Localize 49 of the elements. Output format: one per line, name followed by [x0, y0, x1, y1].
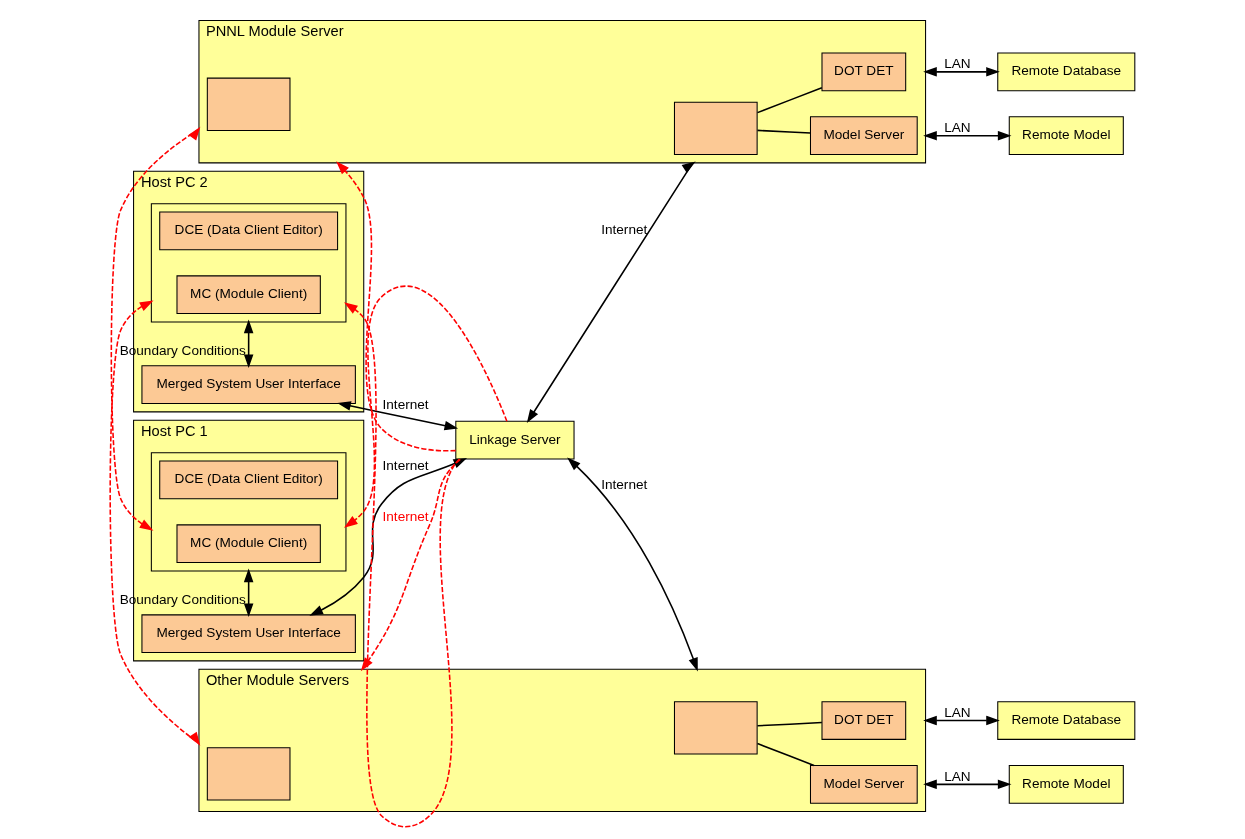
- node-box: Merged System User Interface: [141, 365, 356, 405]
- edge-label: LAN: [944, 56, 971, 72]
- arrow: [360, 458, 462, 672]
- arrow: [567, 457, 698, 672]
- arrow: [923, 67, 1000, 77]
- edge-label: Internet: [382, 397, 429, 413]
- edge-label: LAN: [944, 768, 971, 784]
- node-box: DOT DET: [821, 52, 907, 92]
- node-box: [673, 701, 758, 755]
- node-box: [206, 747, 291, 801]
- connector: [756, 86, 823, 114]
- node-box: Remote Model: [1008, 765, 1124, 804]
- arrow: [343, 302, 460, 828]
- node-box: Linkage Server: [455, 420, 575, 460]
- connector: [756, 129, 812, 134]
- arrow: [344, 285, 508, 528]
- node-box: [673, 101, 758, 156]
- node-box: [206, 77, 291, 131]
- cluster: [150, 203, 347, 323]
- arrow: [337, 401, 459, 431]
- arrow: [526, 161, 696, 424]
- arrow: [923, 779, 1012, 790]
- edge-label: LAN: [944, 119, 971, 135]
- node-box: DCE (Data Client Editor): [159, 460, 339, 500]
- edge-label: Internet: [601, 222, 648, 238]
- edge-label: LAN: [944, 704, 971, 720]
- arrow: [110, 126, 201, 531]
- arrow: [243, 319, 254, 369]
- edge-label: Internet: [382, 509, 429, 525]
- node-box: Remote Database: [997, 52, 1136, 92]
- edge-label: Internet: [382, 457, 429, 473]
- connector: [756, 721, 823, 727]
- arrow: [109, 300, 201, 746]
- node-box: Remote Model: [1008, 116, 1124, 156]
- node-box: Merged System User Interface: [141, 614, 356, 654]
- edge-label: Internet: [601, 476, 648, 492]
- node-box: Remote Database: [997, 701, 1136, 740]
- cluster: [150, 452, 347, 572]
- node-box: DCE (Data Client Editor): [159, 211, 339, 251]
- node-box: MC (Module Client): [176, 524, 321, 564]
- node-box: MC (Module Client): [176, 275, 321, 315]
- connector: [756, 742, 815, 767]
- node-box: Model Server: [809, 116, 918, 156]
- arrow: [923, 130, 1012, 141]
- arrow: [923, 715, 1000, 726]
- arrow: [243, 568, 254, 618]
- node-box: DOT DET: [821, 701, 907, 740]
- arrow: [336, 161, 457, 452]
- node-box: Model Server: [809, 765, 918, 804]
